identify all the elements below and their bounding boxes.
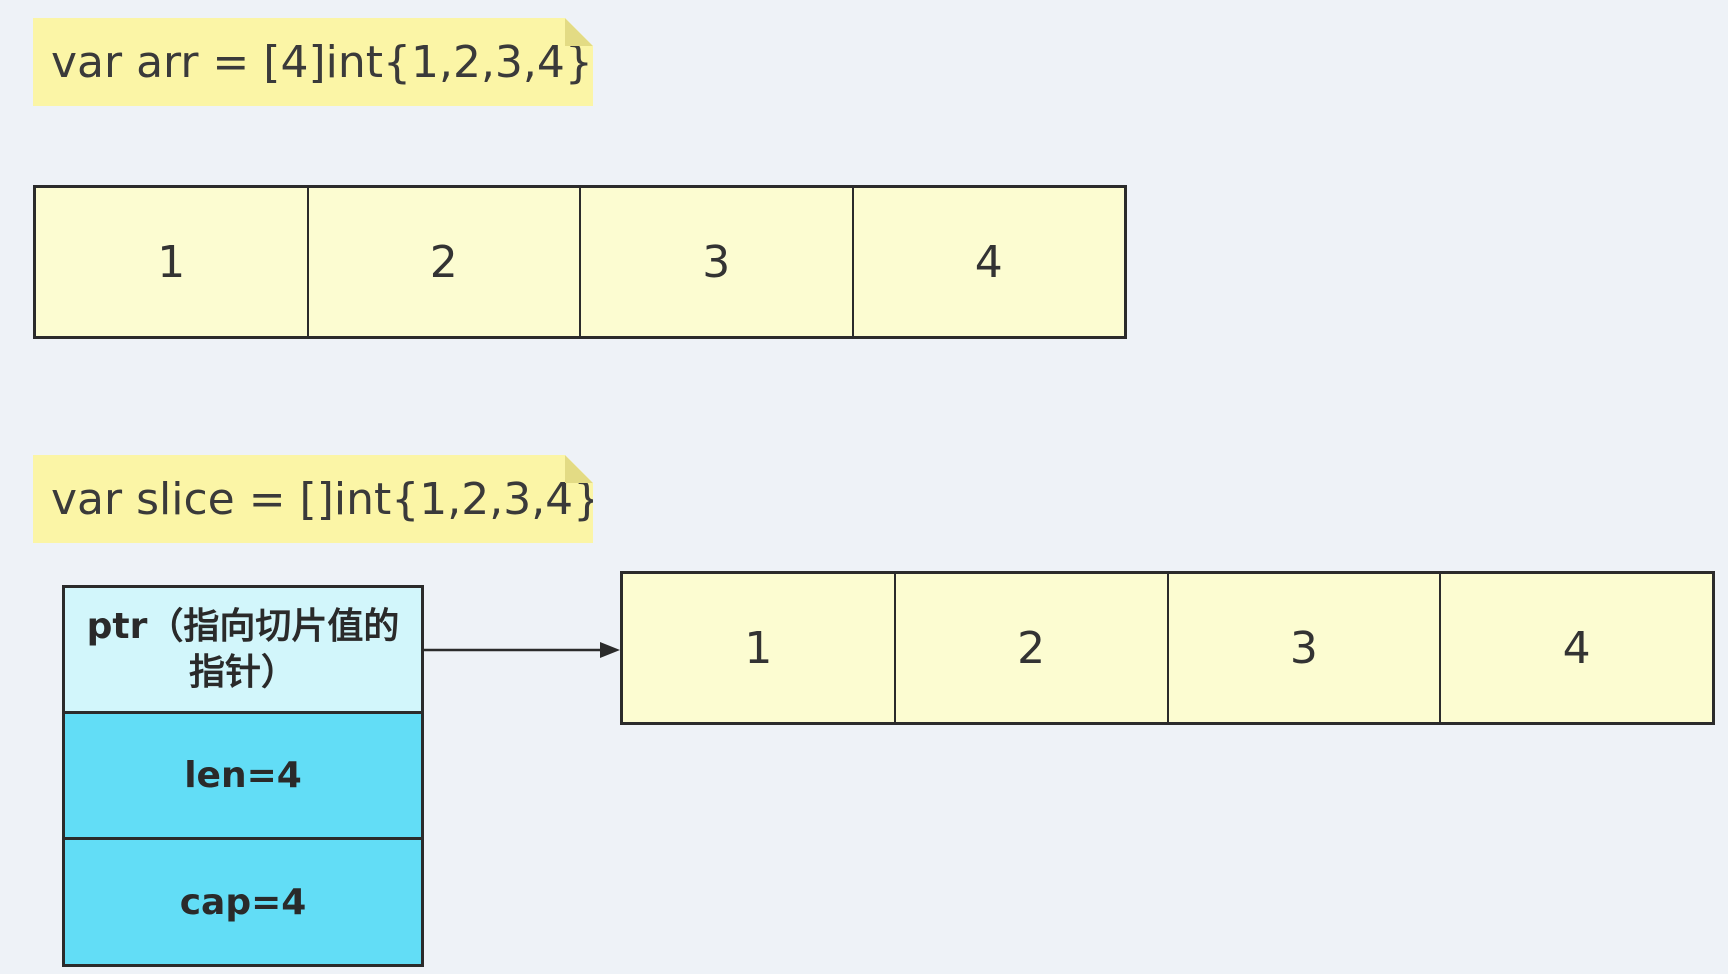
slice-declaration-text: var slice = []int{1,2,3,4} xyxy=(51,473,602,525)
array-cell: 3 xyxy=(581,188,854,336)
array-cell: 4 xyxy=(974,236,1003,288)
slice-array-cell: 4 xyxy=(1562,622,1591,674)
slice-cap-field: cap=4 xyxy=(65,840,421,964)
pointer-arrow xyxy=(424,642,620,658)
slice-ptr-field: ptr（指向切片值的指针） xyxy=(65,588,421,714)
array-cells: 1 2 3 4 xyxy=(33,185,1127,339)
array-declaration-text: var arr = [4]int{1,2,3,4} xyxy=(51,36,593,88)
slice-underlying-array-cells: 1 2 3 4 xyxy=(620,571,1715,725)
slice-array-cell: 2 xyxy=(896,574,1169,722)
slice-header-struct: ptr（指向切片值的指针） len=4 cap=4 xyxy=(62,585,424,967)
slice-declaration-note: var slice = []int{1,2,3,4} xyxy=(33,455,593,543)
note-corner-fold xyxy=(565,455,593,483)
note-corner-fold xyxy=(565,18,593,46)
slice-len-field: len=4 xyxy=(65,714,421,840)
slice-array-cell: 1 xyxy=(623,574,896,722)
array-cell: 1 xyxy=(36,188,309,336)
array-declaration-note: var arr = [4]int{1,2,3,4} xyxy=(33,18,593,106)
array-cell: 2 xyxy=(309,188,581,336)
slice-array-cell: 3 xyxy=(1169,574,1442,722)
